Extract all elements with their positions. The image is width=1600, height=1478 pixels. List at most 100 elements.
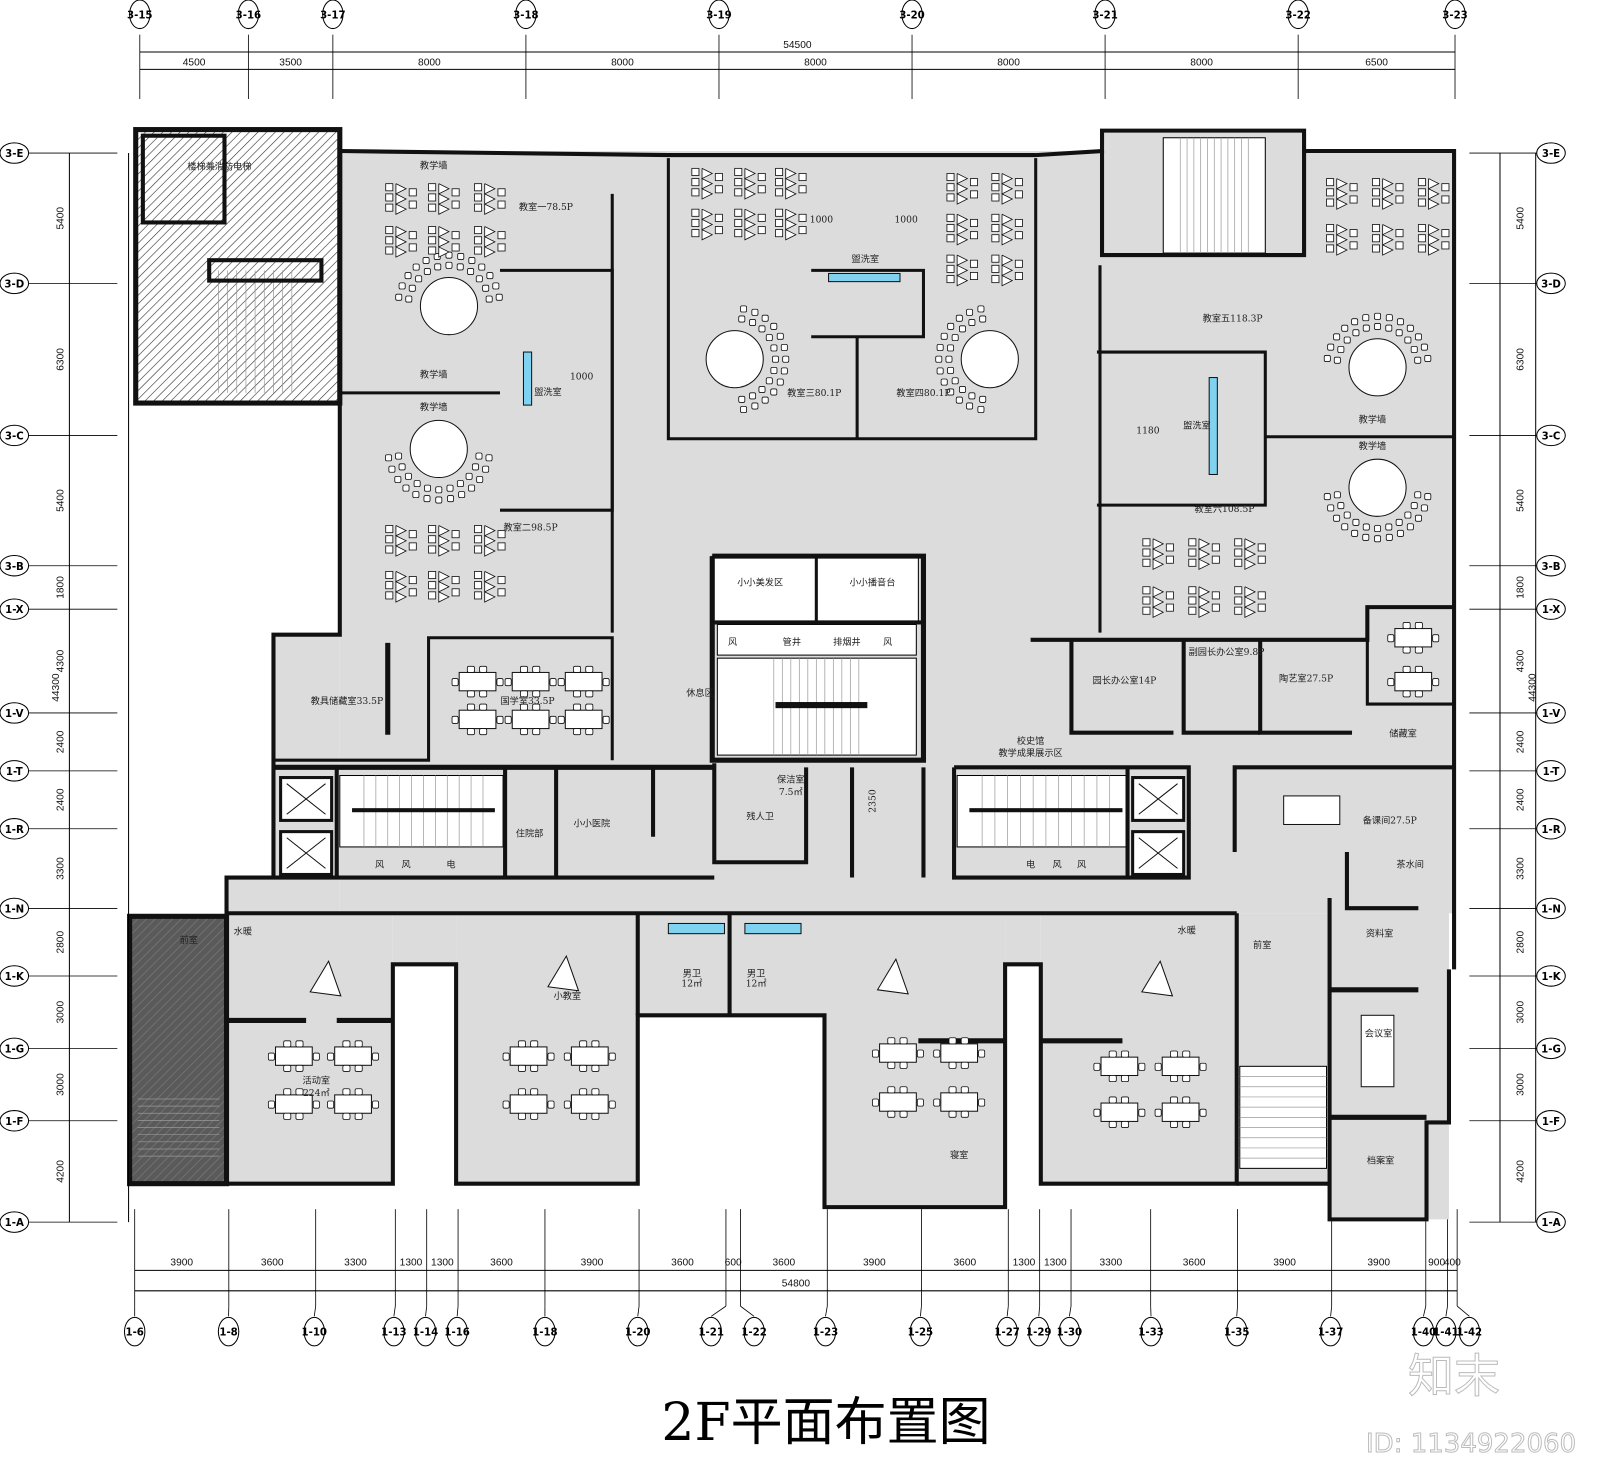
student-chair [1395, 183, 1404, 192]
student-chair [991, 254, 1000, 263]
student-chair [385, 226, 394, 235]
desk-group [395, 571, 408, 603]
chair [471, 463, 479, 471]
chair [395, 293, 403, 301]
room-label: 盥洗室 [1183, 420, 1211, 432]
room-label: 管井 [783, 636, 801, 648]
chair [1402, 646, 1411, 654]
room-label: 风 [375, 859, 384, 870]
room-label: 教具储藏室33.5P [311, 695, 383, 707]
student-chair [991, 275, 1000, 284]
student-chair [385, 183, 394, 192]
chair [1121, 1075, 1129, 1083]
chair [557, 678, 565, 687]
dimension-text: 1300 [400, 1257, 423, 1268]
student-chair [1441, 183, 1450, 192]
student-chair [474, 545, 483, 554]
chair [936, 367, 944, 375]
axis-bubble [322, 0, 344, 30]
student-chair [474, 226, 483, 235]
student-chair [474, 183, 483, 192]
chair [504, 678, 512, 687]
axis-leader [1236, 1306, 1238, 1317]
dining-table [879, 1092, 917, 1112]
chair [608, 1052, 616, 1061]
chair [1169, 1121, 1178, 1128]
axis-bubble [1140, 1316, 1162, 1347]
chair [482, 465, 490, 473]
chair [602, 678, 610, 687]
chair [1352, 518, 1360, 526]
axis-bubble [996, 1316, 1018, 1347]
desk-group [743, 168, 757, 200]
dimension-text: 2400 [55, 730, 66, 753]
chair [295, 1040, 304, 1048]
chair [1121, 1121, 1129, 1128]
desk-group [1001, 254, 1014, 287]
axis-label: 1-T [1543, 767, 1560, 778]
room-label: 2350 [868, 789, 879, 813]
chair [951, 377, 959, 385]
chair [979, 395, 987, 403]
student-chair [1234, 606, 1243, 615]
chair [479, 665, 488, 673]
axis-label: 1-6 [125, 1328, 143, 1339]
chair [485, 454, 493, 462]
student-chair [1417, 188, 1426, 197]
floor-region [392, 913, 457, 965]
student-chair [428, 236, 437, 245]
axis-bubble [700, 1316, 722, 1347]
axis-label: 1-42 [1457, 1328, 1483, 1339]
wall [207, 258, 324, 283]
chair [1138, 1062, 1146, 1071]
dimension-text: 4200 [55, 1160, 66, 1183]
student-chair [1014, 231, 1023, 240]
chair [758, 386, 766, 393]
student-chair [1188, 606, 1197, 615]
student-chair [1211, 543, 1220, 552]
desk-group [956, 173, 969, 205]
axis-bubble [1536, 897, 1566, 920]
student-chair [734, 208, 743, 217]
desk-group [437, 525, 450, 557]
student-chair [1257, 603, 1266, 612]
axis-bubble [1458, 1316, 1481, 1347]
wall [273, 636, 614, 762]
student-chair [734, 188, 743, 197]
chair [530, 1064, 539, 1072]
chair [899, 1061, 908, 1069]
axis-label: 3-C [5, 431, 24, 442]
student-chair [798, 173, 807, 182]
axis-label: 3-E [5, 149, 23, 160]
student-chair [1326, 178, 1335, 187]
axis-bubble [534, 1316, 556, 1347]
student-chair [474, 581, 483, 590]
dimension-text: 1300 [1013, 1257, 1036, 1268]
chair [948, 1110, 957, 1118]
chair [899, 1086, 908, 1094]
desk-group [1001, 173, 1014, 205]
chair [740, 405, 748, 413]
room-label: 风 [402, 859, 411, 870]
axis-label: 1-8 [219, 1328, 237, 1339]
axis-label: 1-N [4, 904, 24, 915]
chair [887, 1110, 896, 1118]
chair [751, 308, 759, 316]
dining-table [570, 1094, 609, 1114]
dining-table [274, 1094, 313, 1114]
student-chair [775, 218, 784, 227]
dimension-text: 4200 [1515, 1160, 1526, 1183]
room-label: 7.5㎡ [779, 787, 803, 798]
desk-group [1198, 538, 1211, 571]
dimension-text: 3900 [1273, 1257, 1296, 1268]
chair [530, 1088, 539, 1096]
dimension-text: 5400 [55, 207, 66, 230]
chair [1396, 318, 1404, 326]
chair [940, 332, 948, 340]
chair [312, 1100, 320, 1109]
student-chair [1188, 548, 1197, 557]
room-label: 1000 [894, 214, 918, 225]
room-labels: 楼梯兼消防电梯教学墙教室一78.5P教学墙教学墙盥洗室教室二98.5P盥洗室教室… [180, 159, 1424, 1166]
chair [354, 1112, 363, 1120]
student-chair [1257, 543, 1266, 552]
